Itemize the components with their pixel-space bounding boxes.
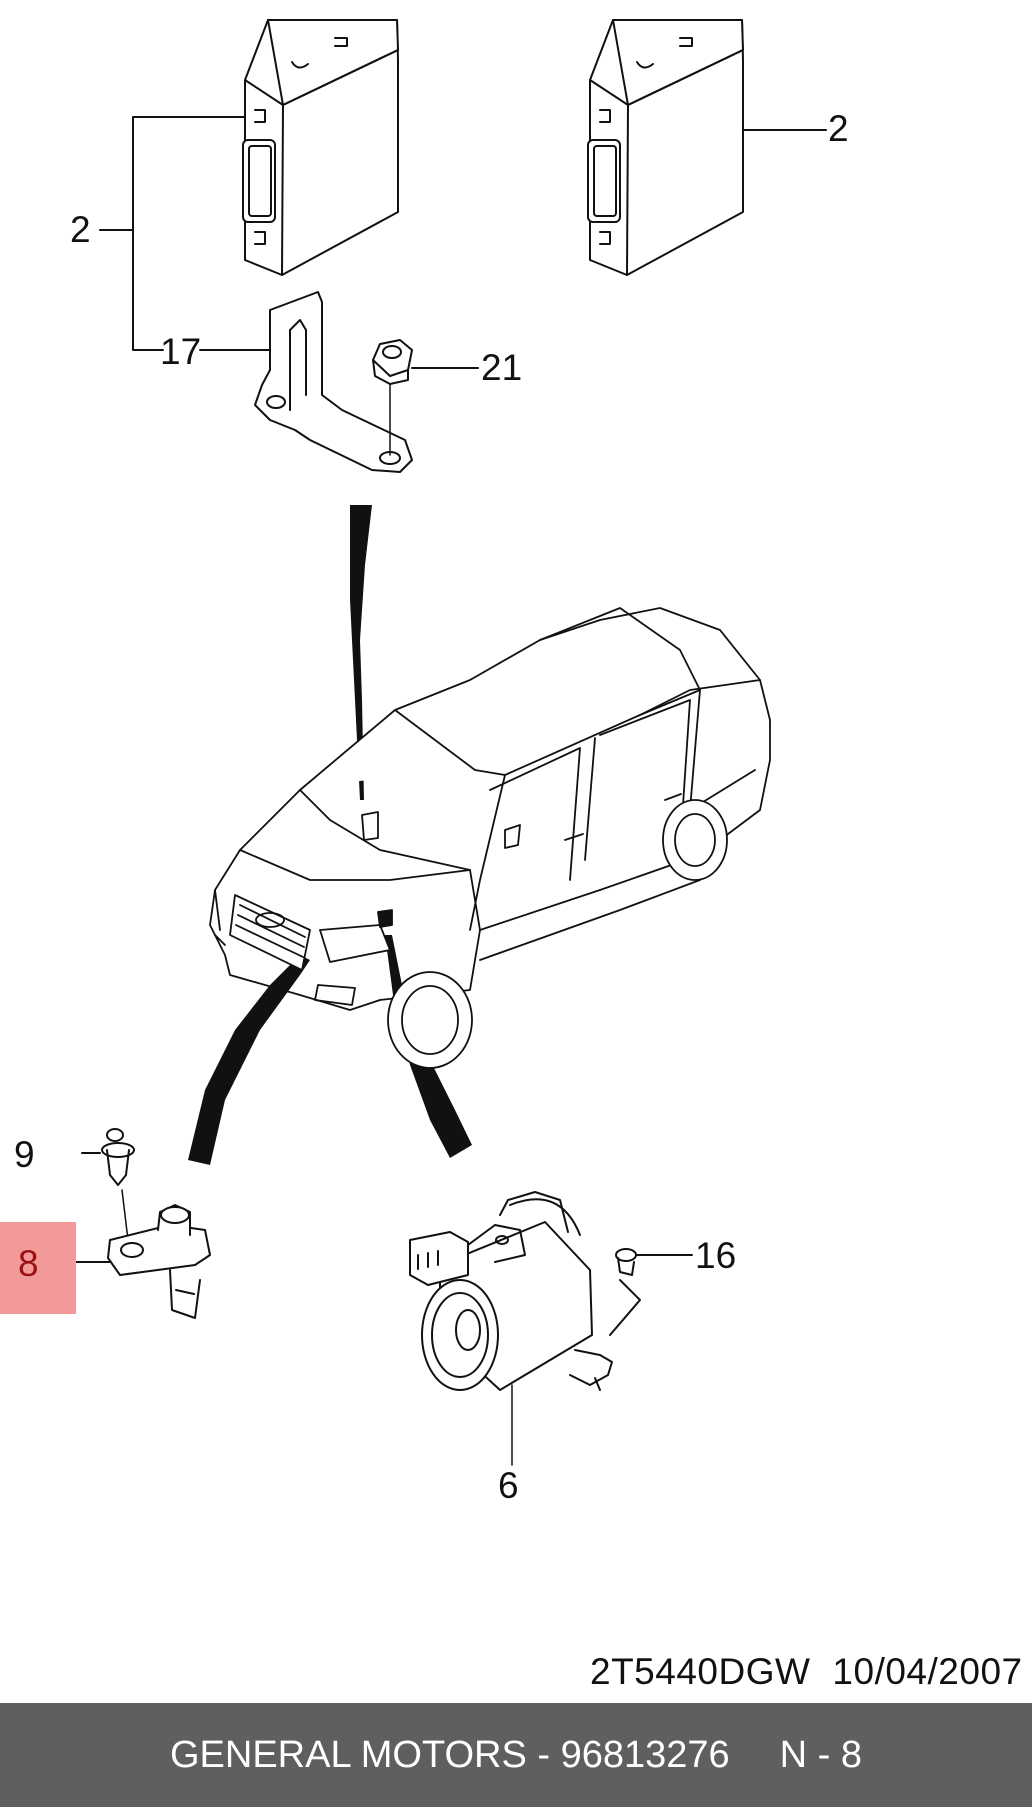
footer-page-ref: N - 8 [779,1733,863,1776]
vehicle-illustration [209,607,771,1069]
parts-diagram [75,19,827,1466]
highlight-box [0,1222,76,1314]
hex-nut [372,339,413,456]
drawing-date: 10/04/2007 [832,1651,1023,1692]
control-module-right [587,19,744,276]
callout-17: 17 [160,331,202,372]
drawing-reference: 2T5440DGW 10/04/2007 [590,1651,1023,1693]
drawing-code: 2T5440DGW [590,1651,811,1692]
push-clip [81,1128,135,1241]
door-switch [75,1204,211,1319]
mounting-bracket [254,291,413,473]
footer-brand-part: GENERAL MOTORS - 96813276 [169,1733,730,1776]
callout-16: 16 [695,1235,737,1276]
footer-bar: GENERAL MOTORS - 96813276 N - 8 [0,1703,1032,1807]
bolt [615,1248,693,1276]
callout-6: 6 [498,1465,519,1506]
callout-2-left: 2 [70,209,91,250]
horn-siren [409,1191,641,1466]
callout-21: 21 [481,347,523,388]
control-module-left [242,19,399,276]
callout-8: 8 [18,1243,39,1284]
callout-2-right: 2 [828,108,849,149]
callout-9: 9 [14,1134,35,1175]
